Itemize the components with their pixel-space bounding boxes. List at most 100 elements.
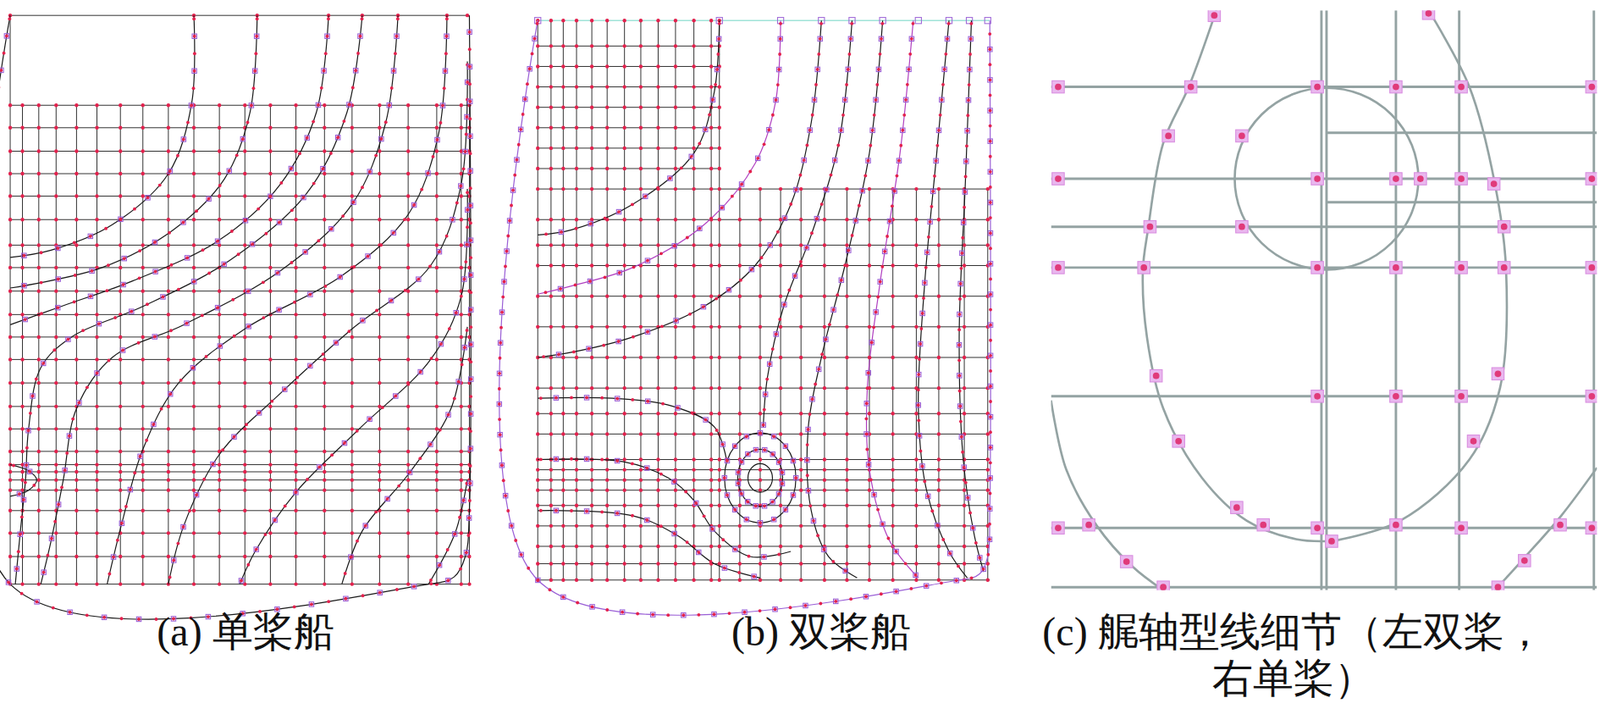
offset-dot [844, 561, 849, 565]
control-square [308, 363, 313, 368]
control-square [66, 433, 72, 438]
offset-dot [406, 462, 410, 466]
control-square [558, 229, 563, 234]
offset-dot [94, 581, 99, 585]
offset-dot [406, 426, 410, 431]
offset-dot [74, 171, 78, 176]
control-square [766, 361, 772, 366]
offset-dot [192, 404, 196, 409]
offset-dot [590, 386, 594, 390]
offset-dot [68, 610, 72, 614]
control-square [136, 616, 141, 621]
offset-dot [73, 273, 78, 277]
offset-dot [709, 578, 713, 582]
offset-dot [561, 355, 565, 359]
offset-dot [573, 282, 578, 287]
offset-dot [17, 491, 22, 496]
offset-dot [645, 330, 650, 334]
offset-dot [603, 216, 607, 221]
offset-dot [849, 37, 853, 41]
offset-dot [739, 278, 743, 282]
offset-dot [406, 103, 410, 107]
offset-dot [691, 64, 696, 68]
offset-dot [778, 431, 783, 436]
control-square [40, 360, 45, 365]
offset-dot [192, 16, 196, 21]
offset-dot [605, 503, 609, 508]
offset-dot [94, 554, 99, 558]
offset-dot [574, 146, 579, 150]
offset-dot [141, 242, 145, 247]
offset-dot [322, 335, 326, 339]
offset-dot [808, 128, 812, 133]
offset-dot [844, 187, 849, 191]
offset-dot [322, 530, 326, 535]
offset-dot [673, 480, 677, 484]
offset-dot [590, 146, 594, 150]
offset-dot [185, 321, 189, 326]
offset-dot [816, 67, 820, 72]
offset-dot [246, 562, 250, 567]
offset-dot [293, 508, 298, 513]
offset-dot [752, 574, 756, 579]
offset-dot [673, 411, 678, 415]
offset-dot [141, 488, 145, 492]
control-square [716, 36, 721, 41]
offset-dot [8, 477, 12, 481]
control-square [347, 102, 352, 107]
offset-dot [8, 312, 12, 316]
offset-dot [605, 524, 609, 528]
offset-dot [377, 404, 381, 409]
offset-dot [673, 105, 678, 110]
offset-dot [435, 488, 439, 492]
offset-dot [778, 386, 783, 390]
offset-dot [293, 335, 298, 339]
offset-dot [54, 171, 58, 176]
offset-dot [242, 103, 247, 107]
control-square [452, 531, 457, 536]
offset-dot [118, 380, 122, 385]
offset-dot [192, 357, 196, 361]
grid-line [10, 314, 469, 315]
control-square [719, 204, 724, 210]
offset-dot [554, 396, 558, 400]
offset-dot [124, 504, 128, 508]
offset-dot [406, 477, 410, 481]
offset-dot [20, 148, 24, 153]
offset-dot [242, 357, 247, 361]
offset-dot [459, 103, 464, 107]
offset-dot [717, 242, 722, 247]
control-square [553, 456, 558, 461]
control-square [152, 334, 157, 339]
offset-dot [867, 187, 872, 191]
offset-dot [549, 263, 553, 267]
offset-dot [118, 126, 122, 130]
offset-dot [0, 68, 3, 72]
offset-dot [293, 103, 298, 107]
offset-dot [758, 467, 762, 471]
offset-dot [574, 263, 579, 267]
offset-dot [891, 242, 895, 247]
control-square [418, 369, 423, 374]
offset-dot [937, 386, 941, 390]
grid-line [537, 20, 539, 580]
offset-dot [32, 483, 36, 487]
control-square [703, 417, 708, 422]
control-square [118, 216, 123, 221]
offset-dot [118, 171, 122, 176]
offset-dot [717, 146, 722, 150]
offset-dot [676, 405, 680, 409]
offset-dot [406, 193, 410, 198]
offset-dot [277, 220, 282, 225]
control-square [878, 36, 883, 41]
offset-dot [630, 397, 635, 402]
offset-dot [844, 386, 849, 390]
control-square [343, 595, 348, 601]
offset-dot [377, 469, 381, 474]
grid-line [576, 20, 578, 580]
offset-dot [822, 457, 827, 461]
offset-dot [166, 357, 171, 361]
offset-dot [118, 335, 122, 339]
offset-dot [738, 431, 742, 436]
offset-dot [639, 187, 643, 191]
